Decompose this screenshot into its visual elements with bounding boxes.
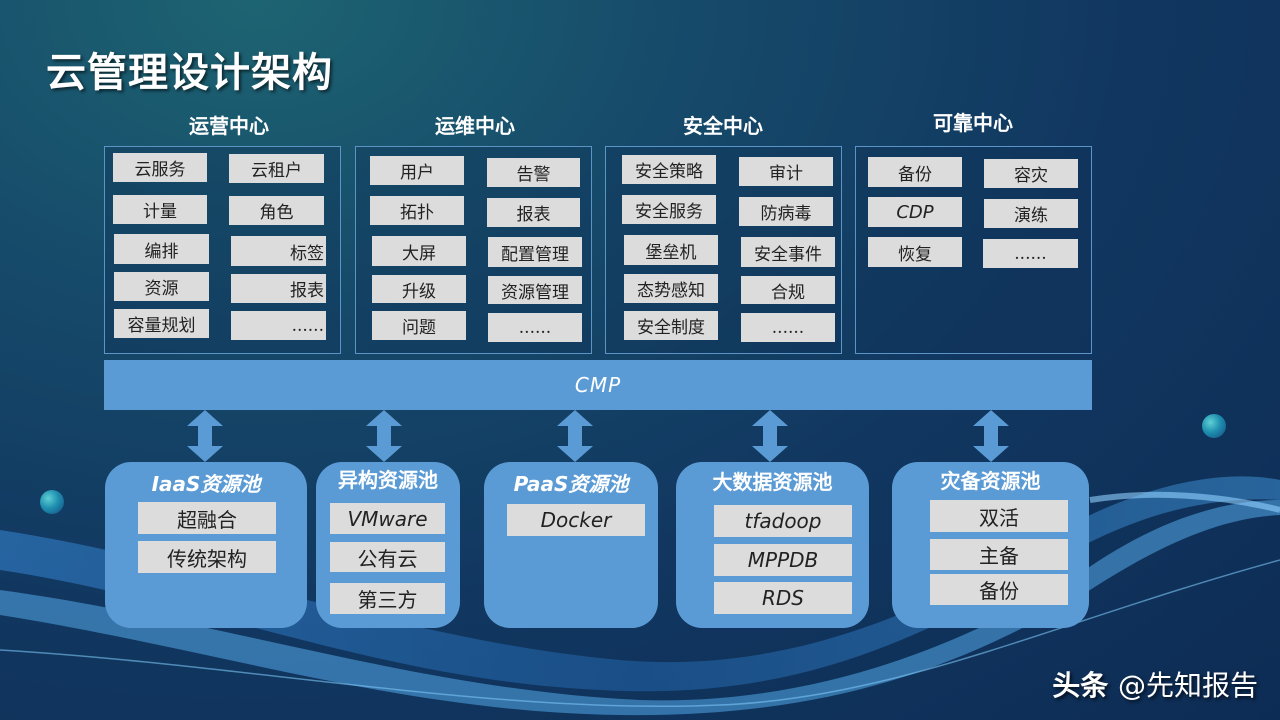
item-resource-management: 资源管理 <box>488 276 582 304</box>
maintenance-center-box: 用户 拓扑 大屏 升级 问题 告警 报表 配置管理 资源管理 ...... <box>355 146 592 354</box>
item-topology: 拓扑 <box>370 196 464 225</box>
pool-big-data: 大数据资源池 tfadoop MPPDB RDS <box>676 462 869 628</box>
item-compliance: 合规 <box>741 276 835 304</box>
pool-iaas: IaaS资源池 超融合 传统架构 <box>105 462 307 628</box>
item-disaster-recovery: 容灾 <box>984 159 1078 188</box>
item-more: ...... <box>741 313 835 342</box>
item-more: ...... <box>983 239 1078 268</box>
item-backup: 备份 <box>868 157 962 187</box>
item-more: ...... <box>231 311 326 340</box>
item-security-policy: 安全策略 <box>622 155 716 184</box>
item-recovery: 恢复 <box>868 237 962 267</box>
pool-item-vmware: VMware <box>330 503 445 534</box>
pool-item-active-standby: 主备 <box>930 539 1068 570</box>
pool-title-iaas: IaaS资源池 <box>151 472 261 496</box>
pool-heterogeneous: 异构资源池 VMware 公有云 第三方 <box>316 462 460 628</box>
item-antivirus: 防病毒 <box>739 197 833 226</box>
item-more: ...... <box>488 313 582 342</box>
item-report: 报表 <box>487 198 580 227</box>
pool-item-rds: RDS <box>714 582 852 614</box>
item-orchestration: 编排 <box>114 234 209 264</box>
watermark-brand: 头条 <box>1052 669 1109 702</box>
item-report: 报表 <box>231 274 326 303</box>
pool-item-docker: Docker <box>507 504 645 536</box>
pool-disaster-recovery: 灾备资源池 双活 主备 备份 <box>892 462 1089 628</box>
item-capacity-planning: 容量规划 <box>114 309 209 338</box>
pool-item-mppdb: MPPDB <box>714 544 852 576</box>
pool-item-hyperconverged: 超融合 <box>138 502 276 534</box>
item-bastion-host: 堡垒机 <box>624 235 718 265</box>
page-title: 云管理设计架构 <box>46 50 333 96</box>
security-center-box: 安全策略 安全服务 堡垒机 态势感知 安全制度 审计 防病毒 安全事件 合规 .… <box>605 146 842 354</box>
pool-item-backup: 备份 <box>930 574 1068 605</box>
item-metering: 计量 <box>113 195 207 224</box>
bidirectional-arrow-icon <box>752 410 788 462</box>
item-role: 角色 <box>229 196 324 225</box>
item-alarm: 告警 <box>487 158 580 187</box>
pool-item-traditional-architecture: 传统架构 <box>138 541 276 573</box>
cmp-bar: CMP <box>104 360 1092 410</box>
decorative-orb <box>1202 414 1226 438</box>
bidirectional-arrow-icon <box>557 410 593 462</box>
item-security-regulations: 安全制度 <box>624 311 718 340</box>
reliability-center-box: 备份 CDP 恢复 容灾 演练 ...... <box>855 146 1092 354</box>
item-big-screen: 大屏 <box>372 236 466 266</box>
item-cdp: CDP <box>868 197 962 227</box>
pool-item-public-cloud: 公有云 <box>330 542 445 572</box>
bidirectional-arrow-icon <box>366 410 402 462</box>
center-label-security: 安全中心 <box>683 114 763 138</box>
pool-paas: PaaS资源池 Docker <box>484 462 658 628</box>
decorative-orb <box>40 490 64 514</box>
center-label-operations: 运营中心 <box>189 114 269 138</box>
watermark-handle: @先知报告 <box>1117 669 1258 702</box>
item-cloud-service: 云服务 <box>113 153 207 182</box>
item-resource: 资源 <box>114 272 209 301</box>
item-situational-awareness: 态势感知 <box>624 274 718 303</box>
pool-item-hadoop: tfadoop <box>714 505 852 537</box>
operations-center-box: 云服务 计量 编排 资源 容量规划 云租户 角色 标签 报表 ...... <box>104 146 341 354</box>
pool-title-disaster-recovery: 灾备资源池 <box>940 469 1041 493</box>
pool-item-active-active: 双活 <box>930 500 1068 532</box>
item-security-event: 安全事件 <box>741 237 835 267</box>
bidirectional-arrow-icon <box>187 410 223 462</box>
pool-title-heterogeneous: 异构资源池 <box>338 468 438 492</box>
item-cloud-tenant: 云租户 <box>229 154 324 183</box>
item-issue: 问题 <box>372 311 466 340</box>
center-label-maintenance: 运维中心 <box>435 114 515 138</box>
item-user: 用户 <box>370 156 464 185</box>
center-label-reliability: 可靠中心 <box>933 111 1013 135</box>
item-config-management: 配置管理 <box>488 237 582 267</box>
watermark: 头条 @先知报告 <box>1052 664 1258 704</box>
pool-item-third-party: 第三方 <box>330 583 445 614</box>
item-drill: 演练 <box>984 199 1078 228</box>
item-upgrade: 升级 <box>372 275 466 303</box>
item-audit: 审计 <box>739 157 833 186</box>
item-security-service: 安全服务 <box>622 195 716 224</box>
pool-title-paas: PaaS资源池 <box>513 472 629 496</box>
item-tag: 标签 <box>231 236 326 266</box>
pool-title-big-data: 大数据资源池 <box>712 470 833 494</box>
bidirectional-arrow-icon <box>973 410 1009 462</box>
